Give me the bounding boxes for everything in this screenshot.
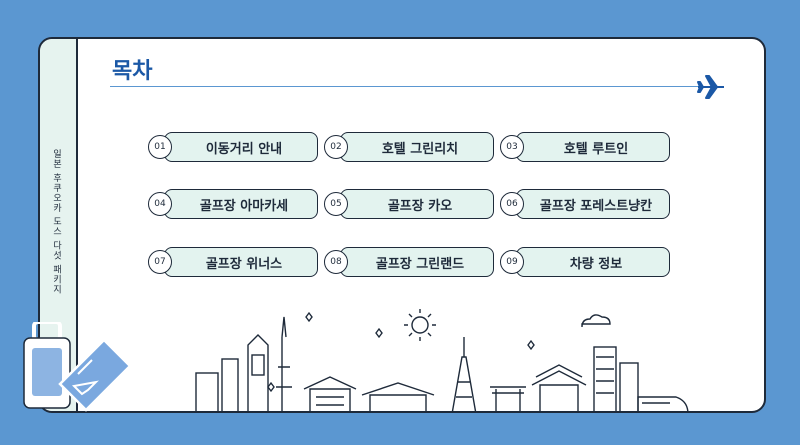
airplane-icon — [697, 75, 724, 99]
side-label: 일본 후쿠오카 도스 다섯 패키지 — [51, 149, 61, 295]
toc-item-08[interactable]: 08 골프장 그린랜드 — [324, 247, 494, 277]
toc-number: 07 — [148, 250, 172, 274]
toc-label: 골프장 아마카세 — [164, 189, 318, 219]
toc-item-07[interactable]: 07 골프장 위너스 — [148, 247, 318, 277]
toc-number: 05 — [324, 192, 348, 216]
toc-number: 08 — [324, 250, 348, 274]
toc-item-01[interactable]: 01 이동거리 안내 — [148, 132, 318, 162]
title-divider — [110, 86, 722, 87]
toc-number: 04 — [148, 192, 172, 216]
toc-number: 02 — [324, 135, 348, 159]
toc-label: 차량 정보 — [516, 247, 670, 277]
toc-number: 06 — [500, 192, 524, 216]
toc-number: 09 — [500, 250, 524, 274]
toc-label: 골프장 카오 — [340, 189, 494, 219]
page-title: 목차 — [112, 59, 153, 84]
toc-item-03[interactable]: 03 호텔 루트인 — [500, 132, 670, 162]
toc-label: 골프장 포레스트냥칸 — [516, 189, 670, 219]
ticket-icon — [58, 338, 132, 412]
toc-label: 이동거리 안내 — [164, 132, 318, 162]
toc-number: 03 — [500, 135, 524, 159]
toc-label: 호텔 루트인 — [516, 132, 670, 162]
cloud-icon — [581, 314, 611, 328]
toc-item-02[interactable]: 02 호텔 그린리치 — [324, 132, 494, 162]
toc-label: 골프장 위너스 — [164, 247, 318, 277]
city-skyline-illustration — [195, 309, 689, 411]
toc-item-06[interactable]: 06 골프장 포레스트냥칸 — [500, 189, 670, 219]
sun-icon — [404, 309, 436, 341]
toc-label: 골프장 그린랜드 — [340, 247, 494, 277]
slide-card: 일본 후쿠오카 도스 다섯 패키지 목차 01 이동거리 안내 02 호텔 그린… — [38, 37, 766, 413]
toc-item-05[interactable]: 05 골프장 카오 — [324, 189, 494, 219]
luggage-icon — [23, 322, 132, 412]
toc-item-04[interactable]: 04 골프장 아마카세 — [148, 189, 318, 219]
toc-label: 호텔 그린리치 — [340, 132, 494, 162]
toc-number: 01 — [148, 135, 172, 159]
toc-item-09[interactable]: 09 차량 정보 — [500, 247, 670, 277]
